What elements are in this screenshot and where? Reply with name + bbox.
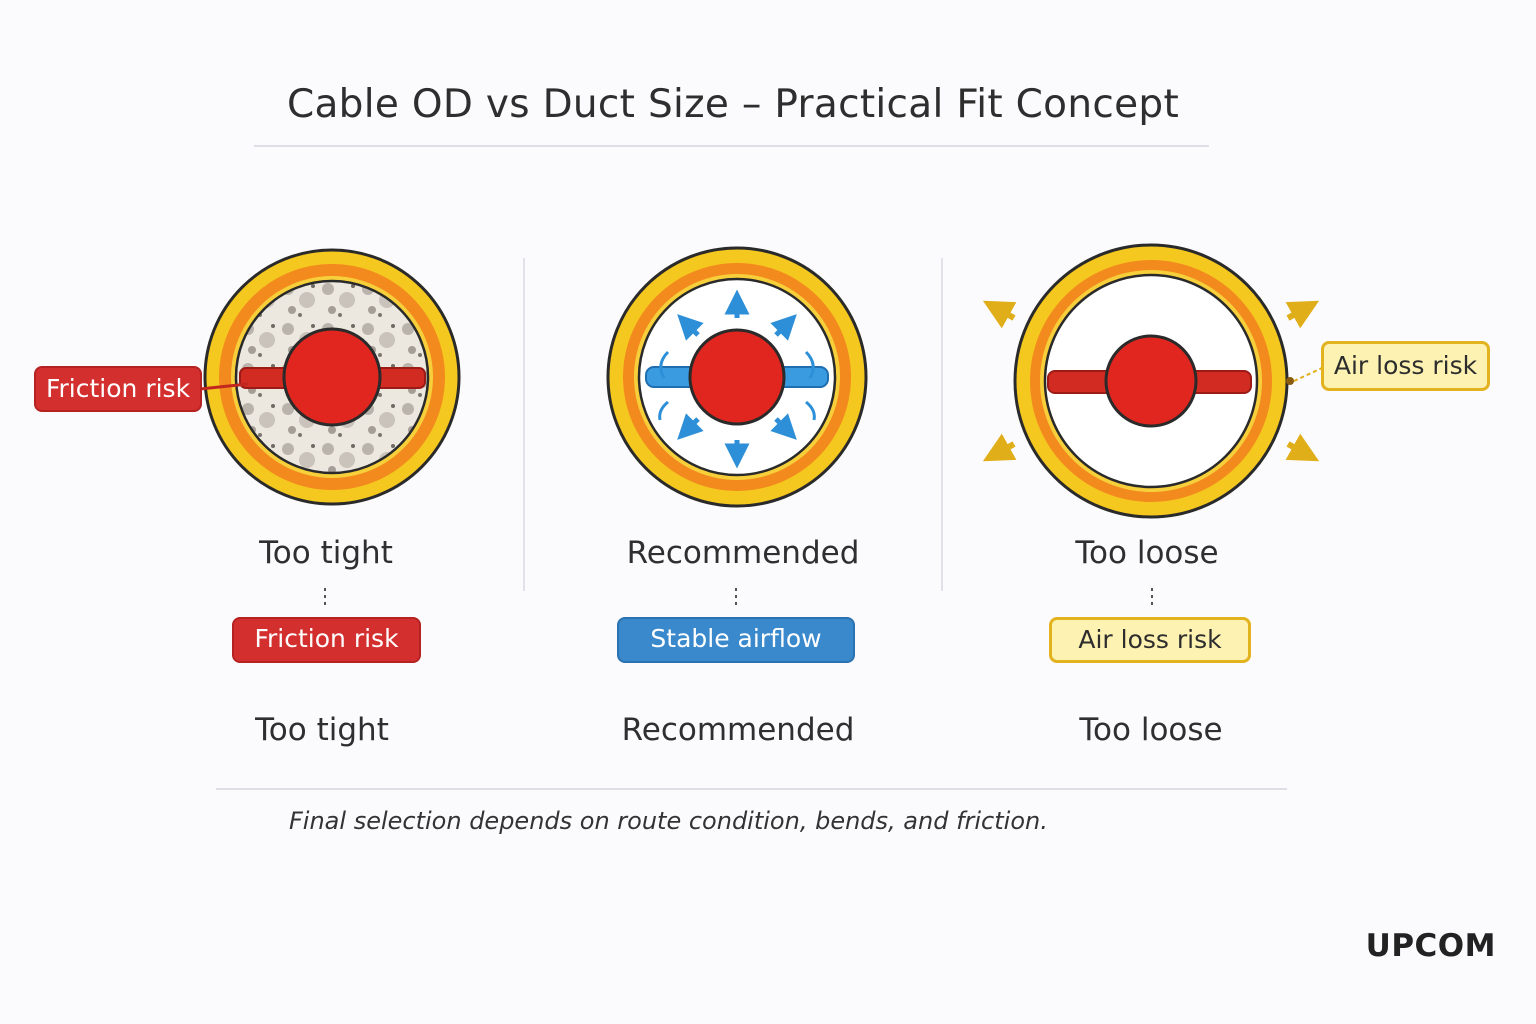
page-title: Cable OD vs Duct Size – Practical Fit Co…: [286, 82, 1180, 127]
duct-recommended: [606, 246, 868, 508]
footer-divider: [216, 788, 1287, 790]
panel-separator: [523, 258, 525, 591]
air-loss-risk-callout: Air loss risk: [1321, 341, 1490, 391]
bottom-label-too-loose: Too loose: [1079, 712, 1223, 748]
badge-friction-risk: Friction risk: [232, 617, 421, 663]
title-divider: [254, 145, 1209, 147]
bottom-label-recommended: Recommended: [621, 712, 855, 748]
duct-too-tight: [203, 248, 461, 506]
air-loss-callout-connector: [1286, 367, 1323, 385]
airflow-arrows: [658, 289, 816, 469]
panel-label-too-tight: Too tight: [259, 535, 393, 571]
footnote: Final selection depends on route conditi…: [289, 807, 1048, 835]
air-loss-arrows: [982, 300, 1320, 462]
panel-separator: [941, 258, 943, 591]
label-connectors: [324, 588, 1153, 606]
brand-logo: UPCOM: [1365, 928, 1496, 964]
duct-too-loose: [1013, 243, 1289, 519]
badge-air-loss-risk: Air loss risk: [1049, 617, 1251, 663]
panel-label-recommended: Recommended: [626, 535, 860, 571]
bottom-label-too-tight: Too tight: [255, 712, 389, 748]
friction-callout-connector: [199, 382, 249, 391]
friction-risk-callout: Friction risk: [34, 366, 202, 412]
badge-stable-airflow: Stable airflow: [617, 617, 855, 663]
panel-label-too-loose: Too loose: [1075, 535, 1219, 571]
